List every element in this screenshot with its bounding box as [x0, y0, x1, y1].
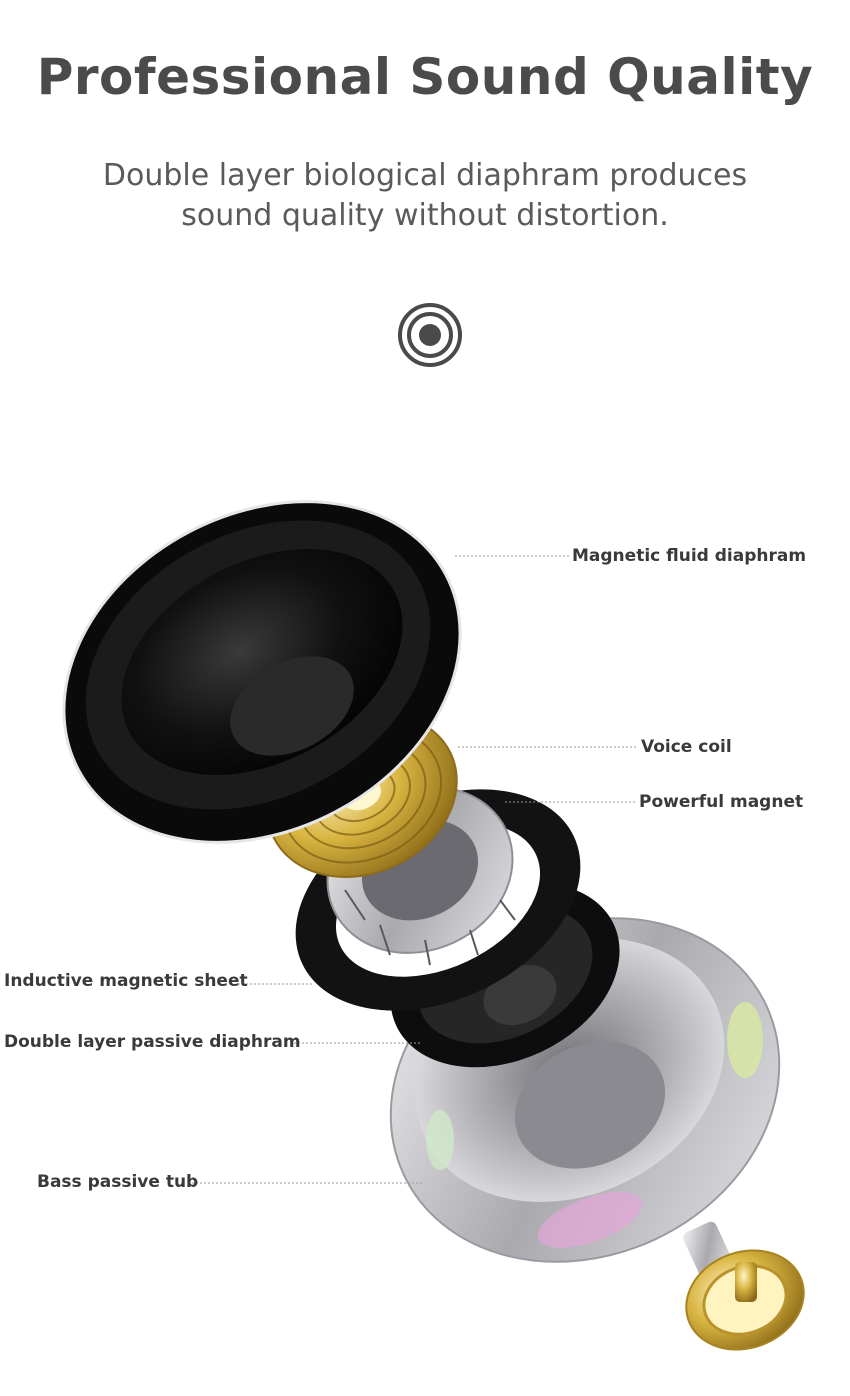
- exploded-speaker-diagram: [62, 500, 805, 1351]
- label-double-layer-passive-diaphram: Double layer passive diaphram: [4, 1032, 301, 1052]
- label-bass-passive-tub: Bass passive tub: [37, 1172, 199, 1192]
- page-subtitle: Double layer biological diaphram produce…: [0, 156, 850, 236]
- label-inductive-magnetic-sheet: Inductive magnetic sheet: [4, 971, 248, 991]
- target-icon: [398, 303, 462, 367]
- page-title: Professional Sound Quality: [36, 48, 814, 106]
- label-powerful-magnet: Powerful magnet: [639, 792, 804, 812]
- label-voice-coil: Voice coil: [641, 737, 732, 757]
- gold-connector-part: [685, 1249, 805, 1351]
- label-magnetic-fluid-diaphram: Magnetic fluid diaphram: [572, 546, 807, 566]
- subtitle-line-2: sound quality without distortion.: [181, 198, 669, 233]
- magnetic-fluid-diaphram-part: [62, 500, 462, 844]
- subtitle-line-1: Double layer biological diaphram produce…: [102, 158, 748, 193]
- callout-leader-lines: [188, 555, 638, 1184]
